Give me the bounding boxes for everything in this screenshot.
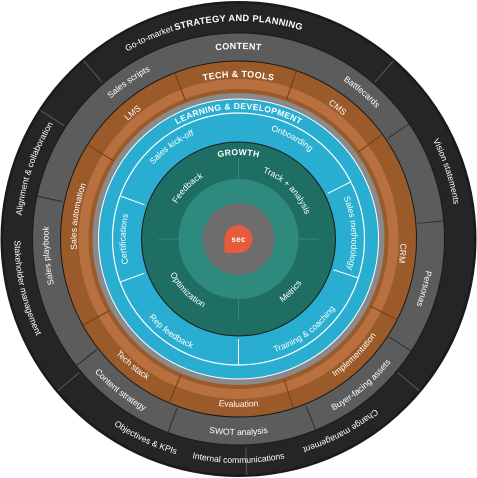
tech-divider (168, 375, 182, 404)
content-item-label: SWOT analysis (209, 425, 268, 437)
strategy-divider (397, 372, 420, 392)
ring-title-content: CONTENT (215, 41, 262, 52)
strategy-divider (40, 110, 65, 127)
strategy-item-label: Internal communications (192, 450, 285, 465)
content-divider (389, 336, 412, 352)
strategy-divider (83, 60, 103, 83)
strategy-divider (374, 60, 394, 83)
tech-divider (87, 144, 114, 161)
content-divider (36, 195, 63, 203)
content-divider (387, 123, 410, 139)
ring-edge-learning (98, 98, 379, 380)
learning-divider (333, 269, 359, 279)
tech-divider (174, 72, 186, 102)
tech-item-label: Evaluation (218, 398, 259, 409)
ring-tech-inner-band (78, 79, 399, 399)
dividers-layer (36, 60, 444, 475)
ring-edge-content (32, 32, 445, 446)
tech-divider (357, 133, 383, 153)
ring-edge-tech (60, 60, 417, 418)
speech-bubble-logo-icon (224, 225, 253, 253)
ring-edge-growth (141, 141, 336, 337)
center-hub: sec (202, 203, 275, 275)
content-divider (305, 405, 317, 431)
tech-item-label: CRM (397, 243, 409, 264)
strategy-divider (57, 372, 80, 392)
tech-divider (286, 70, 297, 100)
tech-divider (82, 310, 110, 326)
content-divider (417, 220, 444, 224)
ring-title-growth: GROWTH (217, 147, 261, 159)
learning-divider (119, 195, 145, 206)
center-logo-label: sec (231, 235, 245, 244)
learning-divider (119, 272, 145, 283)
content-divider (75, 349, 97, 367)
tech-divider (283, 379, 294, 409)
tech-divider (370, 305, 398, 321)
content-divider (167, 407, 178, 433)
ring-title-tech: TECH & TOOLS (202, 69, 275, 83)
strategy-divider (245, 446, 248, 475)
learning-divider (327, 181, 351, 195)
learning-item-label: Certifications (118, 213, 131, 266)
